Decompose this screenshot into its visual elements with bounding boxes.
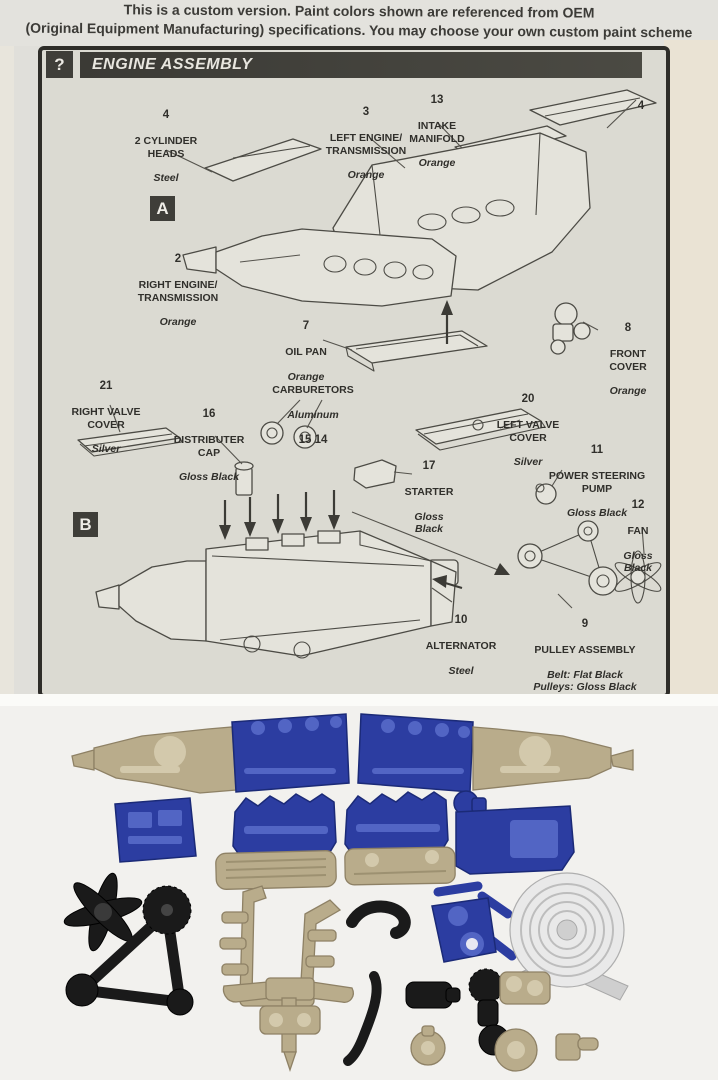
part-finish: Steel xyxy=(153,172,179,185)
part-pulley-assembly xyxy=(65,885,194,1016)
part-number: 7 xyxy=(302,320,310,333)
part-finish: Aluminum xyxy=(287,409,339,422)
panel-header: ENGINE ASSEMBLY xyxy=(80,52,642,78)
part-engine-half-left xyxy=(71,713,350,794)
part-number: 10 xyxy=(454,614,468,627)
part-finish: Gloss Black xyxy=(414,511,444,536)
diagram-section-b xyxy=(77,399,662,659)
part-finish: Orange xyxy=(609,385,647,398)
callout-starter: 17 STARTER Gloss Black xyxy=(389,448,469,548)
part-finish: Silver xyxy=(513,456,543,469)
part-name: CARBURETORS xyxy=(272,384,354,397)
part-name: LEFT ENGINE/ TRANSMISSION xyxy=(325,132,407,157)
sheet-bottom-edge xyxy=(0,694,718,708)
parts-photo xyxy=(63,713,634,1073)
part-number: 4 xyxy=(162,109,170,122)
callout-right-valve-cover: 21 RIGHT VALVE COVER Silver xyxy=(46,368,166,468)
part-water-pump-gold xyxy=(494,1028,538,1072)
part-name: FAN xyxy=(627,525,649,538)
part-finish: Orange xyxy=(159,316,197,329)
part-name: RIGHT ENGINE/ TRANSMISSION xyxy=(137,279,219,304)
part-valve-cover-2 xyxy=(344,846,456,886)
part-starter-black xyxy=(405,981,461,1009)
callout-cylinder-heads: 4 2 CYLINDER HEADS Steel xyxy=(111,97,221,197)
diagram-section-a xyxy=(165,89,657,372)
part-finish: Gloss Black xyxy=(566,507,628,520)
table-background-right xyxy=(664,40,718,700)
part-name: POWER STEERING PUMP xyxy=(548,470,646,495)
panel-title: ENGINE ASSEMBLY xyxy=(92,56,253,73)
part-finish: Steel xyxy=(448,665,474,678)
part-number: 2 xyxy=(174,253,182,266)
callout-fan: 12 FAN Gloss Black xyxy=(608,487,668,587)
part-engine-half-right xyxy=(357,713,634,793)
callout-head-right: 4 xyxy=(626,88,656,126)
sheet-top-margin xyxy=(0,0,718,46)
callout-distributer-cap: 16 DISTRIBUTER CAP Gloss Black xyxy=(149,396,269,496)
part-number: 9 xyxy=(581,618,589,631)
part-name: 2 CYLINDER HEADS xyxy=(134,135,198,160)
part-name: INTAKE MANIFOLD xyxy=(409,120,465,145)
part-number: 15 14 xyxy=(298,433,328,446)
part-number: 4 xyxy=(637,100,645,113)
part-name: LEFT VALVE COVER xyxy=(496,419,560,444)
part-number: 13 xyxy=(430,94,444,107)
part-number: 3 xyxy=(362,106,370,119)
question-mark-icon: ? xyxy=(46,51,73,78)
part-carburetor-gold xyxy=(499,971,551,1005)
callout-oil-pan: 7 OIL PAN Orange xyxy=(256,308,356,396)
part-gold-bracket-stem xyxy=(222,977,354,1073)
part-finish: Orange xyxy=(287,371,325,384)
part-small-carb-gold xyxy=(410,1025,446,1066)
part-small-bracket-gold xyxy=(555,1033,599,1061)
part-cylinder-head-1 xyxy=(232,793,337,857)
callout-pulley-assembly: 9 PULLEY ASSEMBLY Belt: Flat Black Pulle… xyxy=(505,606,665,706)
part-valve-cover-1 xyxy=(215,850,337,890)
callout-power-steering-pump: 11 POWER STEERING PUMP Gloss Black xyxy=(527,432,667,532)
part-water-pump-blue xyxy=(431,881,517,963)
callout-intake-manifold: 13 INTAKE MANIFOLD Orange xyxy=(387,82,487,182)
part-name: RIGHT VALVE COVER xyxy=(71,406,141,431)
callout-left-engine: 3 LEFT ENGINE/ TRANSMISSION Orange xyxy=(296,94,436,194)
callout-front-cover: 8 FRONT COVER Orange xyxy=(592,310,664,410)
part-finish: Orange xyxy=(418,157,456,170)
callout-left-valve-cover: 20 LEFT VALVE COVER Silver xyxy=(468,381,588,481)
part-name: PULLEY ASSEMBLY xyxy=(534,644,636,657)
callout-carburetors: CARBURETORS Aluminum 15 14 xyxy=(253,372,373,460)
part-number: 12 xyxy=(631,499,645,512)
part-finish: Silver xyxy=(91,443,121,456)
part-air-cleaner-chrome xyxy=(509,872,629,1001)
part-number: 11 xyxy=(590,444,604,457)
part-number: 8 xyxy=(624,322,632,335)
part-cylinder-head-2 xyxy=(344,791,449,855)
part-number: 20 xyxy=(521,393,535,406)
part-finish: Orange xyxy=(347,169,385,182)
part-name: STARTER xyxy=(404,486,454,499)
part-finish: Belt: Flat Black Pulleys: Gloss Black xyxy=(533,669,637,694)
part-finish: Gloss Black xyxy=(623,550,653,575)
part-hose-lower xyxy=(343,971,382,1066)
part-name: OIL PAN xyxy=(285,346,327,359)
part-number: 16 xyxy=(202,408,216,421)
part-finish: Gloss Black xyxy=(178,471,240,484)
part-name: DISTRIBUTER CAP xyxy=(173,434,245,459)
part-number: 21 xyxy=(99,380,113,393)
callout-alternator: 10 ALTERNATOR Steel xyxy=(401,602,521,690)
part-oil-pan xyxy=(453,790,575,875)
section-a-label: A xyxy=(150,196,175,221)
part-number: 17 xyxy=(422,460,436,473)
part-name: ALTERNATOR xyxy=(425,640,497,653)
part-intake-manifold xyxy=(114,797,197,863)
section-b-label: B xyxy=(73,512,98,537)
sheet-left-edge xyxy=(0,46,14,696)
part-name: FRONT COVER xyxy=(609,348,647,373)
callout-right-engine: 2 RIGHT ENGINE/ TRANSMISSION Orange xyxy=(103,241,253,341)
part-hose-upper xyxy=(346,900,411,939)
